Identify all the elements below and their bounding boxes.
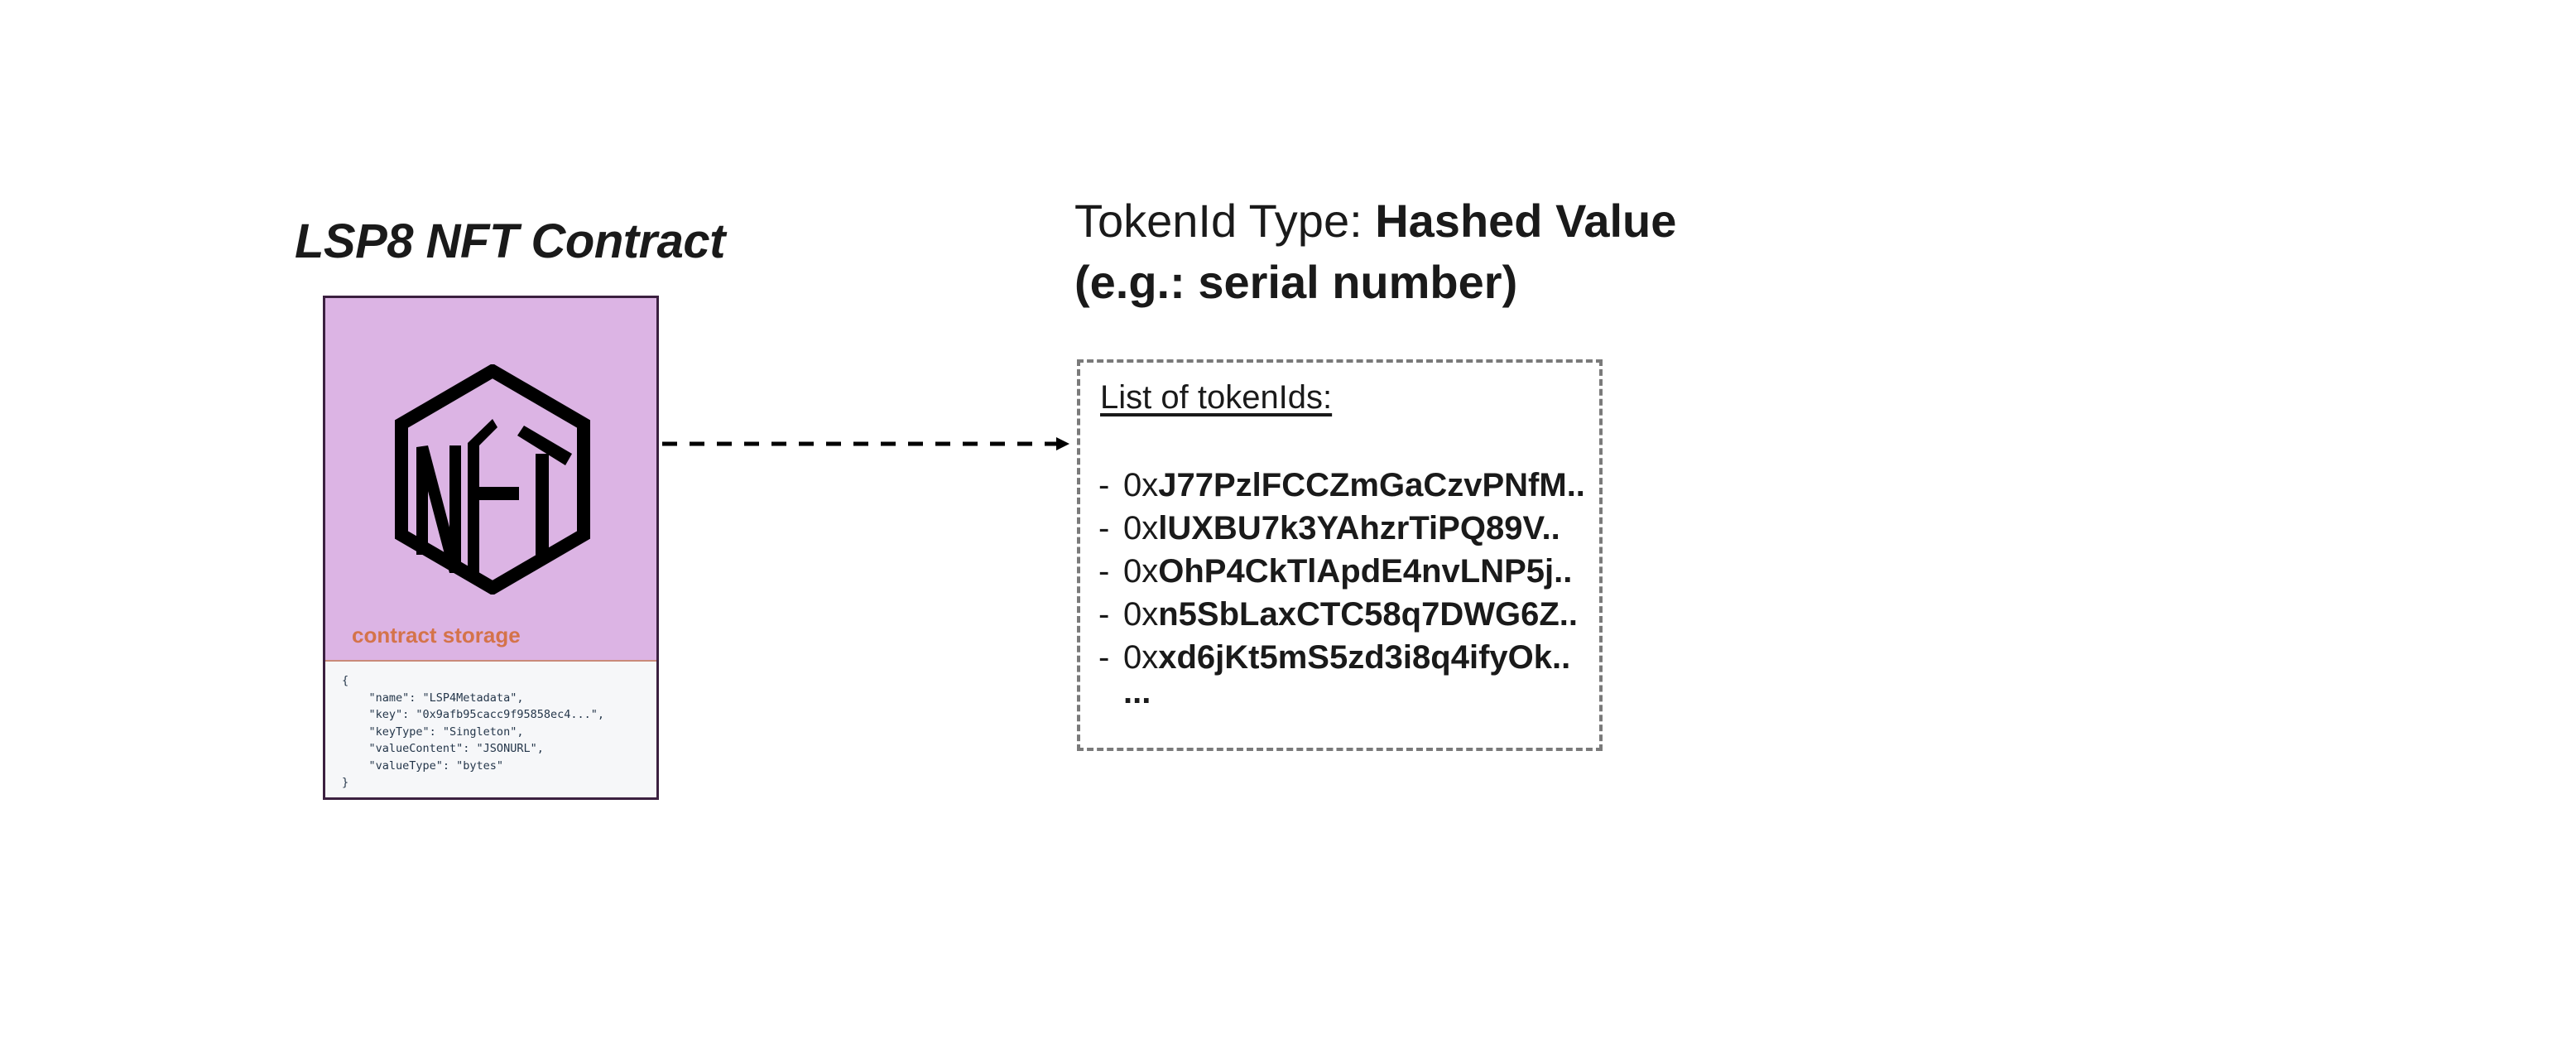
contract-card-header: contract storage bbox=[325, 298, 656, 662]
tokenid-type-label: TokenId Type: bbox=[1074, 195, 1376, 247]
hex-prefix: 0x bbox=[1123, 467, 1159, 503]
tokenid-list: -0xJ77PzlFCCZmGaCzvPNfM.. -0xlUXBU7k3YAh… bbox=[1098, 464, 1585, 679]
tokenid-list-header: List of tokenIds: bbox=[1100, 379, 1333, 416]
hex-prefix: 0x bbox=[1123, 553, 1159, 590]
tokenid-hash: J77PzlFCCZmGaCzvPNfM.. bbox=[1158, 467, 1585, 503]
bullet-dash: - bbox=[1098, 510, 1110, 546]
tokenid-list-item: -0xlUXBU7k3YAhzrTiPQ89V.. bbox=[1098, 507, 1585, 550]
bullet-dash: - bbox=[1098, 553, 1110, 590]
tokenid-hash: OhP4CkTlApdE4nvLNP5j.. bbox=[1158, 553, 1573, 590]
hex-prefix: 0x bbox=[1123, 510, 1159, 546]
nft-contract-card: contract storage { "name": "LSP4Metadata… bbox=[323, 296, 659, 800]
tokenid-hash: lUXBU7k3YAhzrTiPQ89V.. bbox=[1158, 510, 1560, 546]
bullet-dash: - bbox=[1098, 639, 1110, 676]
tokenid-list-box: List of tokenIds: -0xJ77PzlFCCZmGaCzvPNf… bbox=[1077, 359, 1603, 751]
tokenid-list-item: -0xOhP4CkTlApdE4nvLNP5j.. bbox=[1098, 550, 1585, 593]
tokenid-type-value: Hashed Value (e.g.: serial number) bbox=[1074, 195, 1677, 308]
hex-prefix: 0x bbox=[1123, 639, 1159, 676]
tokenid-type-heading: TokenId Type: Hashed Value (e.g.: serial… bbox=[1074, 190, 1704, 313]
contract-storage-label: contract storage bbox=[352, 623, 521, 648]
bullet-dash: - bbox=[1098, 467, 1110, 503]
storage-json-code: { "name": "LSP4Metadata", "key": "0x9afb… bbox=[342, 674, 604, 789]
tokenid-list-item: -0xxd6jKt5mS5zd3i8q4ifyOk.. bbox=[1098, 636, 1585, 679]
arrow-head-icon bbox=[1056, 437, 1069, 450]
bullet-dash: - bbox=[1098, 596, 1110, 633]
more-tokens-ellipsis: ... bbox=[1123, 674, 1151, 710]
tokenid-hash: n5SbLaxCTC58q7DWG6Z.. bbox=[1158, 596, 1579, 633]
hex-prefix: 0x bbox=[1123, 596, 1159, 633]
tokenid-list-item: -0xJ77PzlFCCZmGaCzvPNfM.. bbox=[1098, 464, 1585, 507]
tokenid-hash: xd6jKt5mS5zd3i8q4ifyOk.. bbox=[1158, 639, 1571, 676]
nft-hexagon-logo-icon bbox=[395, 364, 590, 595]
contract-title: LSP8 NFT Contract bbox=[295, 214, 726, 268]
tokenid-list-item: -0xn5SbLaxCTC58q7DWG6Z.. bbox=[1098, 593, 1585, 636]
dashed-arrow-connector bbox=[662, 437, 1069, 450]
